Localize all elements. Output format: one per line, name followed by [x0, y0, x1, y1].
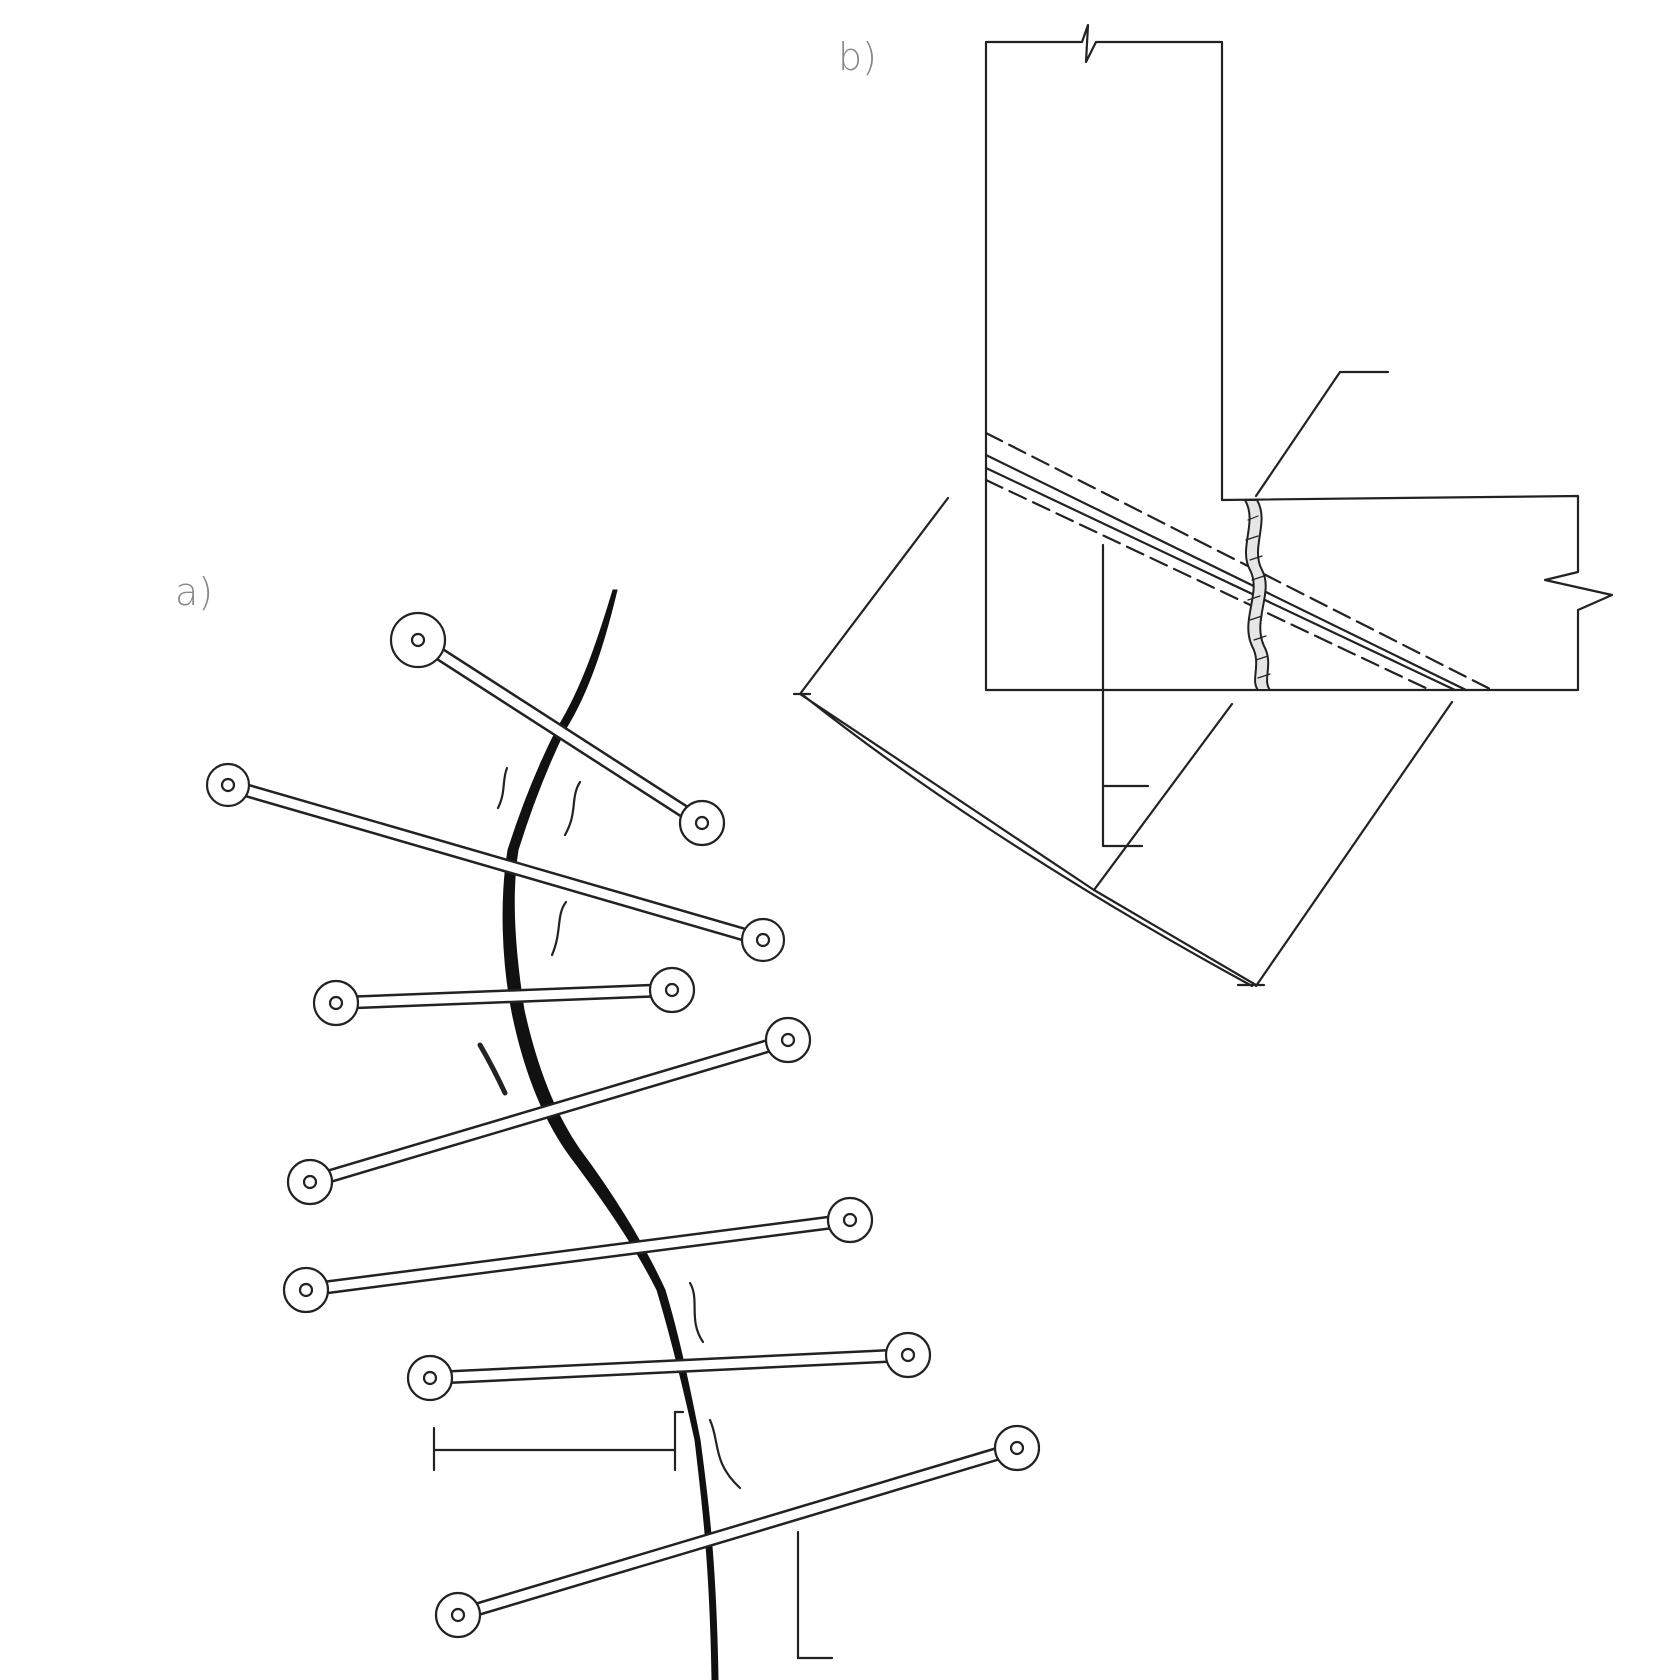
hairline-crack — [496, 766, 509, 810]
anchor-hole — [740, 917, 786, 963]
spacing-dimension — [432, 1410, 685, 1472]
joint-seal — [1243, 499, 1273, 691]
stitch-bar — [286, 1016, 812, 1206]
dimension-line — [1254, 700, 1454, 988]
stitch-bar — [406, 1331, 932, 1402]
stitch-bar — [282, 1196, 874, 1314]
anchor-hole — [993, 1424, 1041, 1472]
anchor-hole — [648, 966, 696, 1014]
anchor-hole — [286, 1158, 334, 1206]
hairline-crack — [563, 780, 582, 837]
anchor-hole — [678, 799, 726, 847]
anchor-hole — [884, 1331, 932, 1379]
seal-leader-line — [1254, 370, 1390, 498]
hairline-crack — [688, 1281, 705, 1344]
dimension-line — [1092, 702, 1234, 892]
anchor-hole — [312, 979, 360, 1027]
stitch-bar — [389, 611, 726, 847]
anchor-hole — [389, 611, 447, 669]
hairline-crack — [550, 900, 568, 957]
anchor-hole — [205, 762, 251, 808]
wall-outline — [984, 23, 1614, 692]
hairline-crack — [477, 1042, 508, 1096]
panel-a-label: a) — [175, 570, 213, 614]
bar-leader-line — [796, 1530, 834, 1660]
anchor-hole — [282, 1266, 330, 1314]
main-crack — [502, 589, 719, 1680]
inclined-bar — [984, 466, 1457, 692]
dimension-arc — [802, 694, 1254, 988]
anchor-hole — [434, 1591, 482, 1639]
joint-seal-hatch — [1245, 515, 1271, 679]
panel-b-label: b) — [838, 35, 877, 79]
drill-hole-edge — [984, 431, 1494, 692]
dimension-line — [798, 496, 1258, 987]
stitch-bar — [434, 1424, 1041, 1639]
anchor-hole — [764, 1016, 812, 1064]
hairline-crack — [708, 1418, 742, 1490]
stitch-bar — [312, 966, 696, 1027]
anchor-hole — [826, 1196, 874, 1244]
inclined-bar — [984, 453, 1468, 692]
stitch-bar — [205, 762, 786, 963]
panel-a-drawing — [205, 589, 1041, 1680]
panel-b-drawing — [792, 23, 1614, 988]
drill-hole-edge — [984, 478, 1432, 692]
anchor-hole — [406, 1354, 454, 1402]
